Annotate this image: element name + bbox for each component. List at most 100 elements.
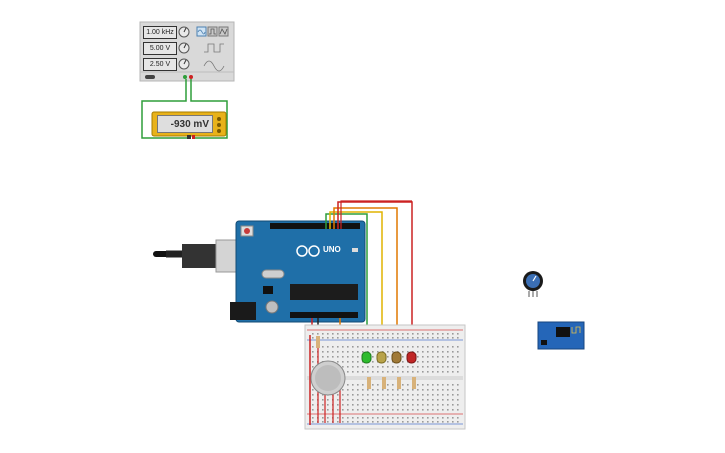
breadboard-hole[interactable] bbox=[367, 421, 369, 423]
breadboard-hole[interactable] bbox=[322, 409, 324, 411]
breadboard-hole[interactable] bbox=[457, 389, 459, 391]
yellow-wire[interactable] bbox=[329, 211, 383, 355]
breadboard-hole[interactable] bbox=[382, 337, 384, 339]
breadboard-hole[interactable] bbox=[352, 333, 354, 335]
breadboard-hole[interactable] bbox=[347, 389, 349, 391]
breadboard-hole[interactable] bbox=[367, 409, 369, 411]
breadboard-hole[interactable] bbox=[397, 366, 399, 368]
breadboard-hole[interactable] bbox=[402, 389, 404, 391]
breadboard-hole[interactable] bbox=[442, 384, 444, 386]
breadboard-hole[interactable] bbox=[457, 333, 459, 335]
red-wire[interactable] bbox=[340, 200, 412, 229]
breadboard-hole[interactable] bbox=[372, 384, 374, 386]
breadboard-hole[interactable] bbox=[342, 389, 344, 391]
breadboard-hole[interactable] bbox=[362, 351, 364, 353]
breadboard-hole[interactable] bbox=[337, 417, 339, 419]
breadboard-hole[interactable] bbox=[347, 409, 349, 411]
breadboard-hole[interactable] bbox=[412, 417, 414, 419]
breadboard-hole[interactable] bbox=[407, 417, 409, 419]
breadboard-hole[interactable] bbox=[422, 333, 424, 335]
breadboard-hole[interactable] bbox=[357, 337, 359, 339]
breadboard-hole[interactable] bbox=[312, 409, 314, 411]
breadboard-hole[interactable] bbox=[402, 361, 404, 363]
breadboard-hole[interactable] bbox=[452, 384, 454, 386]
breadboard-hole[interactable] bbox=[327, 356, 329, 358]
breadboard-hole[interactable] bbox=[427, 333, 429, 335]
resistor[interactable] bbox=[412, 377, 416, 389]
breadboard-hole[interactable] bbox=[312, 399, 314, 401]
breadboard-hole[interactable] bbox=[407, 351, 409, 353]
breadboard-hole[interactable] bbox=[407, 366, 409, 368]
breadboard-hole[interactable] bbox=[362, 333, 364, 335]
breadboard-hole[interactable] bbox=[312, 389, 314, 391]
breadboard-hole[interactable] bbox=[392, 394, 394, 396]
breadboard-hole[interactable] bbox=[427, 361, 429, 363]
breadboard-hole[interactable] bbox=[357, 356, 359, 358]
breadboard-hole[interactable] bbox=[452, 417, 454, 419]
breadboard-hole[interactable] bbox=[377, 417, 379, 419]
breadboard-hole[interactable] bbox=[387, 394, 389, 396]
breadboard-hole[interactable] bbox=[332, 356, 334, 358]
amplitude-knob[interactable] bbox=[178, 42, 190, 54]
resistor[interactable] bbox=[382, 377, 386, 389]
breadboard-hole[interactable] bbox=[432, 394, 434, 396]
breadboard-hole[interactable] bbox=[367, 337, 369, 339]
breadboard-hole[interactable] bbox=[402, 384, 404, 386]
breadboard-hole[interactable] bbox=[352, 421, 354, 423]
breadboard-hole[interactable] bbox=[442, 333, 444, 335]
breadboard-hole[interactable] bbox=[412, 409, 414, 411]
breadboard-hole[interactable] bbox=[367, 417, 369, 419]
breadboard-hole[interactable] bbox=[422, 356, 424, 358]
breadboard-hole[interactable] bbox=[402, 394, 404, 396]
breadboard-hole[interactable] bbox=[377, 371, 379, 373]
breadboard-hole[interactable] bbox=[382, 333, 384, 335]
resistor[interactable] bbox=[367, 377, 371, 389]
breadboard-hole[interactable] bbox=[387, 371, 389, 373]
breadboard-hole[interactable] bbox=[427, 409, 429, 411]
breadboard-hole[interactable] bbox=[312, 356, 314, 358]
breadboard-hole[interactable] bbox=[432, 371, 434, 373]
breadboard-hole[interactable] bbox=[457, 409, 459, 411]
breadboard-hole[interactable] bbox=[362, 384, 364, 386]
breadboard-hole[interactable] bbox=[352, 361, 354, 363]
breadboard-hole[interactable] bbox=[417, 351, 419, 353]
breadboard-hole[interactable] bbox=[422, 399, 424, 401]
breadboard-hole[interactable] bbox=[422, 389, 424, 391]
breadboard-hole[interactable] bbox=[357, 409, 359, 411]
breadboard-hole[interactable] bbox=[362, 366, 364, 368]
breadboard-hole[interactable] bbox=[442, 389, 444, 391]
breadboard-hole[interactable] bbox=[447, 356, 449, 358]
offset-knob[interactable] bbox=[178, 58, 190, 70]
breadboard-hole[interactable] bbox=[322, 351, 324, 353]
breadboard-hole[interactable] bbox=[417, 356, 419, 358]
breadboard-hole[interactable] bbox=[397, 333, 399, 335]
breadboard-hole[interactable] bbox=[322, 337, 324, 339]
breadboard-hole[interactable] bbox=[382, 389, 384, 391]
breadboard-hole[interactable] bbox=[357, 351, 359, 353]
breadboard-hole[interactable] bbox=[387, 399, 389, 401]
breadboard-hole[interactable] bbox=[402, 337, 404, 339]
breadboard-hole[interactable] bbox=[357, 404, 359, 406]
breadboard-hole[interactable] bbox=[427, 351, 429, 353]
breadboard-hole[interactable] bbox=[397, 346, 399, 348]
breadboard-hole[interactable] bbox=[362, 337, 364, 339]
breadboard-hole[interactable] bbox=[372, 371, 374, 373]
breadboard-hole[interactable] bbox=[442, 356, 444, 358]
breadboard-hole[interactable] bbox=[397, 337, 399, 339]
breadboard-hole[interactable] bbox=[397, 404, 399, 406]
breadboard-hole[interactable] bbox=[387, 366, 389, 368]
breadboard-hole[interactable] bbox=[447, 394, 449, 396]
breadboard-hole[interactable] bbox=[382, 346, 384, 348]
breadboard-hole[interactable] bbox=[422, 417, 424, 419]
breadboard-hole[interactable] bbox=[357, 399, 359, 401]
breadboard-hole[interactable] bbox=[457, 417, 459, 419]
breadboard-hole[interactable] bbox=[377, 421, 379, 423]
breadboard-hole[interactable] bbox=[392, 417, 394, 419]
breadboard-hole[interactable] bbox=[402, 399, 404, 401]
breadboard-hole[interactable] bbox=[422, 421, 424, 423]
breadboard-hole[interactable] bbox=[362, 371, 364, 373]
breadboard-hole[interactable] bbox=[392, 409, 394, 411]
breadboard-hole[interactable] bbox=[357, 366, 359, 368]
breadboard-hole[interactable] bbox=[332, 346, 334, 348]
terminal-positive[interactable] bbox=[183, 75, 187, 79]
